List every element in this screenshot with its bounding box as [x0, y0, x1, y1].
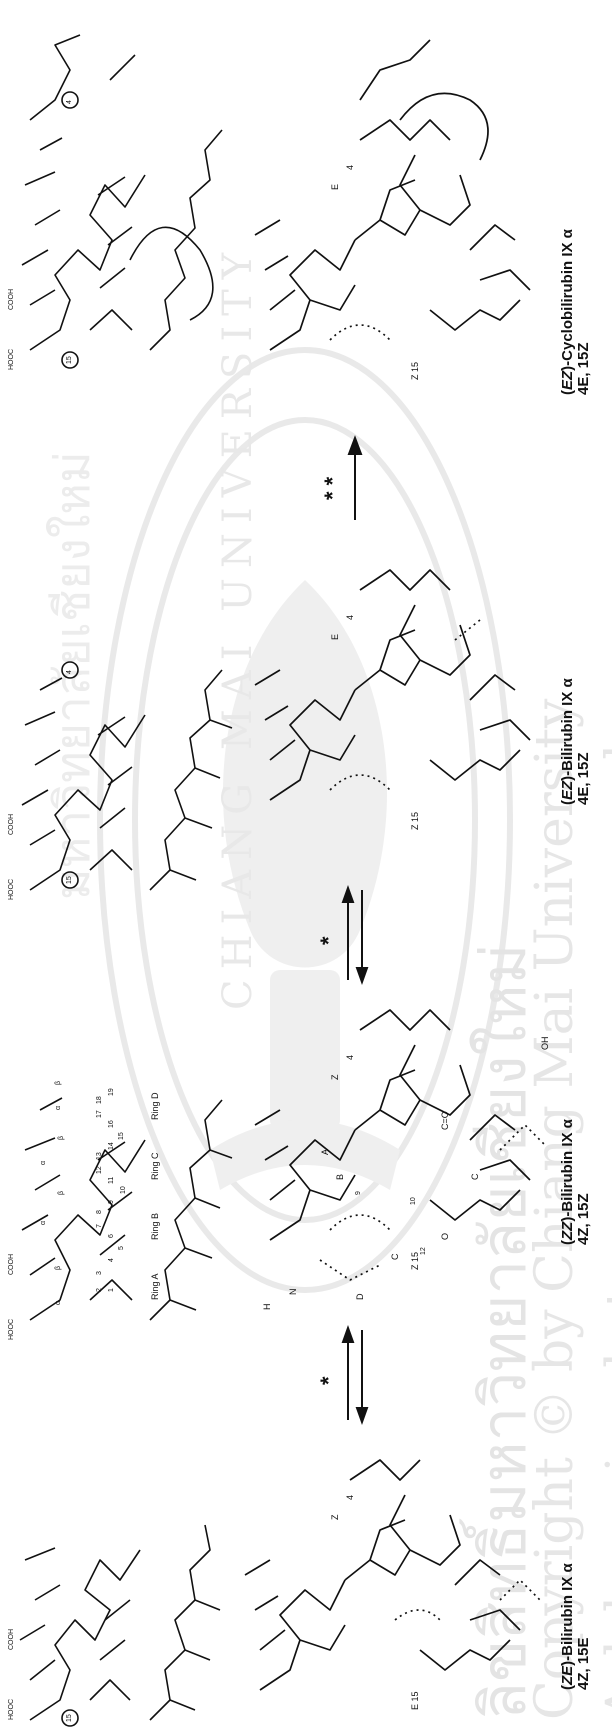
- arrow-label: * *: [320, 476, 345, 500]
- university-seal-icon: [97, 347, 513, 1293]
- structure-ze-bilirubin: [244, 1459, 541, 1691]
- caption-isomer: EZ: [559, 370, 576, 390]
- structure-zz-bilirubin: [254, 1009, 546, 1281]
- caption-ze-bilirubin: (ZE)-Bilirubin IX α 4Z, 15E: [559, 1563, 592, 1690]
- caption-isomer: EZ: [559, 780, 576, 800]
- arrow-label: *: [316, 936, 341, 945]
- structure-ez-cyclobilirubin: [254, 39, 531, 351]
- caption-ez-cyclobilirubin: (EZ)-Cyclobilirubin IX α 4E, 15Z: [559, 229, 592, 395]
- caption-config: 4E, 15Z: [575, 752, 592, 805]
- caption-config: 4E, 15Z: [575, 342, 592, 395]
- caption-config: 4Z, 15Z: [575, 1193, 592, 1245]
- equilibrium-arrow: [341, 885, 369, 985]
- structure-top-ze: [19, 1524, 221, 1727]
- forward-arrow: [347, 435, 363, 520]
- caption-text: )-Cyclobilirubin IX α: [559, 229, 576, 371]
- structure-ez-bilirubin: [254, 569, 531, 801]
- caption-config: 4Z, 15E: [575, 1637, 592, 1690]
- caption-text: )-Bilirubin IX α: [559, 1119, 576, 1222]
- caption-text: )-Bilirubin IX α: [559, 1563, 576, 1666]
- structure-top-ez: [21, 661, 233, 891]
- caption-isomer: ZE: [559, 1665, 576, 1685]
- arrow-label: *: [316, 1376, 341, 1385]
- caption-text: )-Bilirubin IX α: [559, 678, 576, 781]
- caption-zz-bilirubin: (ZZ)-Bilirubin IX α 4Z, 15Z: [559, 1119, 592, 1245]
- structure-top-cyclo: [21, 34, 223, 369]
- caption-isomer: ZZ: [559, 1221, 576, 1240]
- equilibrium-arrow: [341, 1325, 369, 1425]
- caption-ez-bilirubin: (EZ)-Bilirubin IX α 4E, 15Z: [559, 678, 592, 805]
- structure-top-zz: [21, 1097, 233, 1321]
